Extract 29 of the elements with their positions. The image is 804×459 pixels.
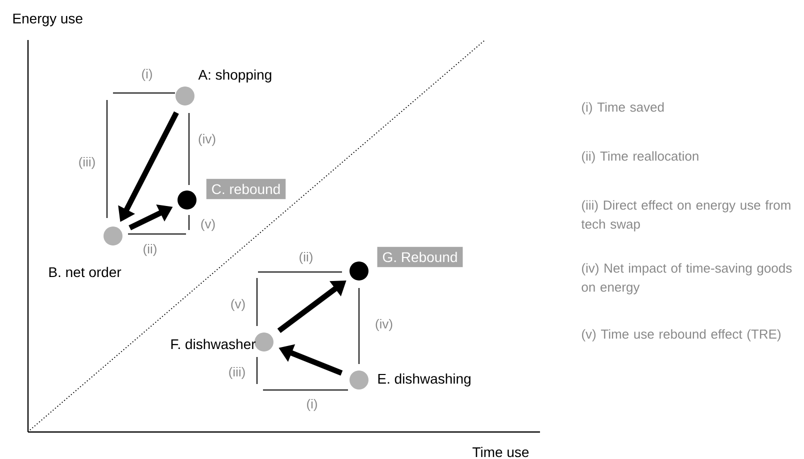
point-marker xyxy=(104,226,122,246)
bracket-label: (i) xyxy=(142,68,152,82)
label-box: C. rebound xyxy=(206,178,286,200)
point-label: A: shopping xyxy=(198,69,272,83)
bracket-label: (iii) xyxy=(79,156,95,170)
legend-text: (i) Time saved xyxy=(582,102,664,114)
bracket-label: (i) xyxy=(307,398,317,412)
legend-text: (v) Time use rebound effect (TRE) xyxy=(582,329,780,342)
point-marker xyxy=(176,86,194,106)
legend-text: (iii) Direct effect on energy use from tech swap xyxy=(581,200,790,232)
bracket-label: (iv) xyxy=(376,318,392,332)
point-label: F. dishwasher xyxy=(171,338,256,350)
point-marker xyxy=(350,370,368,390)
bracket-label: (iii) xyxy=(229,366,245,380)
axis-title: Time use xyxy=(472,446,529,458)
axis-title: Energy use xyxy=(13,14,82,26)
label-box: G. Rebound xyxy=(377,246,463,268)
legend-text: (ii) Time reallocation xyxy=(582,151,698,164)
point-marker xyxy=(350,262,368,280)
bracket-label: (v) xyxy=(231,298,245,312)
point-marker xyxy=(178,190,196,210)
point-label: E. dishwashing xyxy=(378,373,470,387)
bracket-label: (iv) xyxy=(198,134,216,146)
point-marker xyxy=(254,332,274,352)
bracket-label: (ii) xyxy=(300,252,312,264)
bracket-label: (v) xyxy=(201,218,215,232)
legend-text: (iv) Net impact of time-saving goods on energy xyxy=(582,263,792,294)
point-label: B. net order xyxy=(49,266,122,278)
bracket-label: (ii) xyxy=(144,244,156,256)
